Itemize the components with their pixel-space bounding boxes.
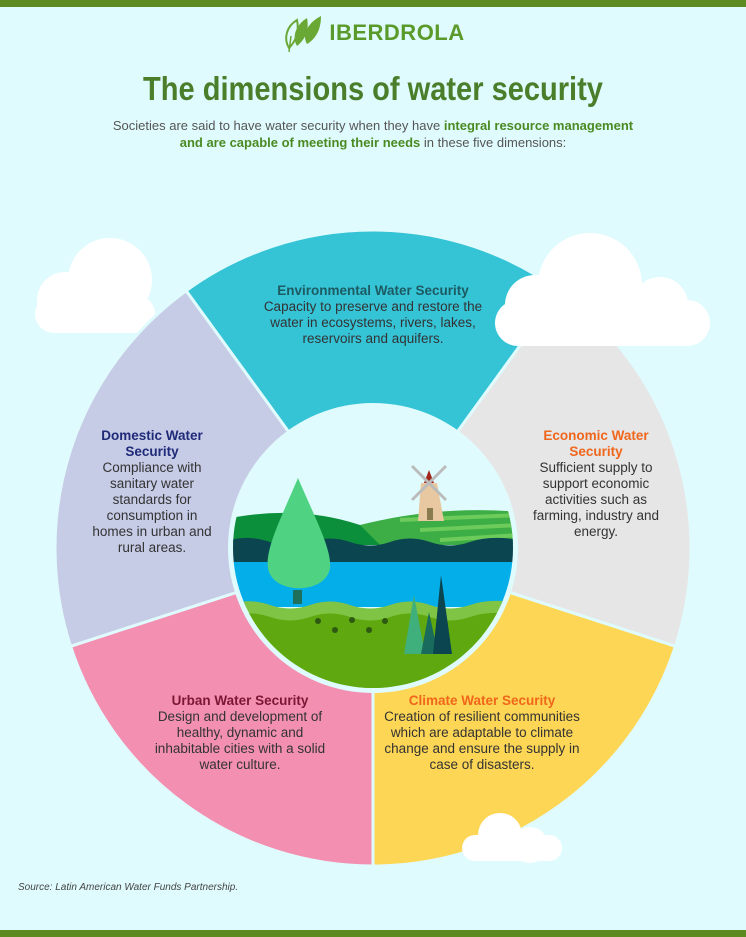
intro-highlight: integral resource management and are cap… — [179, 118, 634, 150]
intro-part1: Societies are said to have water securit… — [112, 118, 444, 133]
segment-urban: Urban Water Security Design and developm… — [150, 693, 330, 773]
segment-climate: Climate Water Security Creation of resil… — [382, 693, 582, 773]
sprouts-icon — [315, 617, 388, 633]
segment-title: Climate Water Security — [408, 693, 556, 708]
segment-domestic: Domestic Water Security Compliance with … — [88, 428, 216, 556]
segment-description: Compliance with sanitary water standards… — [92, 460, 212, 555]
clouds — [35, 238, 155, 333]
clouds-front — [462, 233, 710, 863]
iberdrola-logo: IBERDROLA — [0, 14, 746, 52]
source-note: Source: Latin American Water Funds Partn… — [18, 882, 239, 893]
tree-icon — [267, 478, 331, 604]
leaves-icon — [285, 16, 322, 52]
intro-text: Societies are said to have water securit… — [110, 117, 636, 151]
windmill-icon — [410, 464, 448, 521]
cloud-left-icon — [35, 238, 155, 333]
top-bar — [0, 0, 746, 7]
segment-description: Design and development of healthy, dynam… — [154, 709, 326, 772]
segment-title: Economic Water Security — [543, 428, 649, 459]
segment-description: Creation of resilient communities which … — [384, 709, 580, 772]
intro-part2: in these five dimensions: — [420, 135, 567, 150]
bottom-bar — [0, 930, 746, 937]
segment-title: Environmental Water Security — [277, 283, 469, 298]
pine-trees-icon — [404, 575, 452, 654]
segment-title: Domestic Water Security — [101, 428, 203, 459]
page-title: The dimensions of water security — [143, 70, 603, 107]
cloud-bottom-icon — [462, 813, 562, 863]
landscape-illustration — [233, 408, 513, 688]
segment-description: Sufficient supply to support economic ac… — [532, 460, 660, 539]
segment-economic: Economic Water Security Sufficient suppl… — [530, 428, 662, 540]
brand-name: IBERDROLA — [329, 20, 465, 45]
cloud-right-icon — [495, 233, 710, 346]
segment-title: Urban Water Security — [171, 693, 309, 708]
segment-description: Capacity to preserve and restore the wat… — [263, 299, 483, 346]
segment-environmental: Environmental Water Security Capacity to… — [262, 283, 484, 347]
